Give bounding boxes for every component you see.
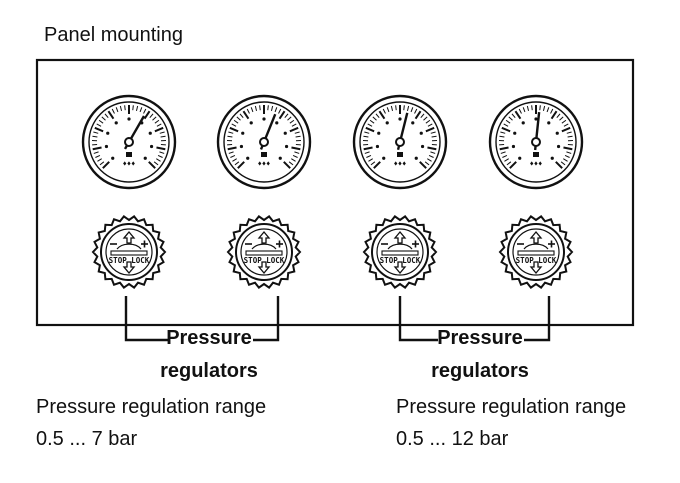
- diagram-title: Panel mounting: [44, 24, 183, 47]
- regulator-knob-icon: STOP LOCK: [228, 216, 300, 287]
- pressure-gauge-icon: ♦♦♦: [490, 96, 582, 188]
- svg-text:♦♦♦: ♦♦♦: [530, 160, 543, 168]
- group-label-left-line2: regulators: [149, 355, 269, 388]
- svg-text:♦♦♦: ♦♦♦: [123, 160, 136, 168]
- group-label-right-line1: Pressure: [420, 322, 540, 355]
- regulator-knob-icon: STOP LOCK: [93, 216, 165, 287]
- svg-text:♦♦♦: ♦♦♦: [394, 160, 407, 168]
- regulator-knob-icon: STOP LOCK: [364, 216, 436, 287]
- svg-text:STOP LOCK: STOP LOCK: [244, 256, 285, 265]
- group-label-right-line2: regulators: [420, 355, 540, 388]
- pressure-gauge-icon: ♦♦♦: [218, 96, 310, 188]
- svg-text:STOP LOCK: STOP LOCK: [380, 256, 421, 265]
- regulator-knob-icon: STOP LOCK: [500, 216, 572, 287]
- svg-text:STOP LOCK: STOP LOCK: [516, 256, 557, 265]
- range-title-right: Pressure regulation range: [396, 396, 626, 419]
- pressure-gauge-icon: ♦♦♦: [354, 96, 446, 188]
- svg-text:♦♦♦: ♦♦♦: [258, 160, 271, 168]
- svg-text:STOP LOCK: STOP LOCK: [109, 256, 150, 265]
- pressure-gauge-icon: ♦♦♦: [83, 96, 175, 188]
- range-title-left: Pressure regulation range: [36, 396, 266, 419]
- group-label-left-line1: Pressure: [149, 322, 269, 355]
- range-value-right: 0.5 ... 12 bar: [396, 428, 508, 451]
- range-value-left: 0.5 ... 7 bar: [36, 428, 137, 451]
